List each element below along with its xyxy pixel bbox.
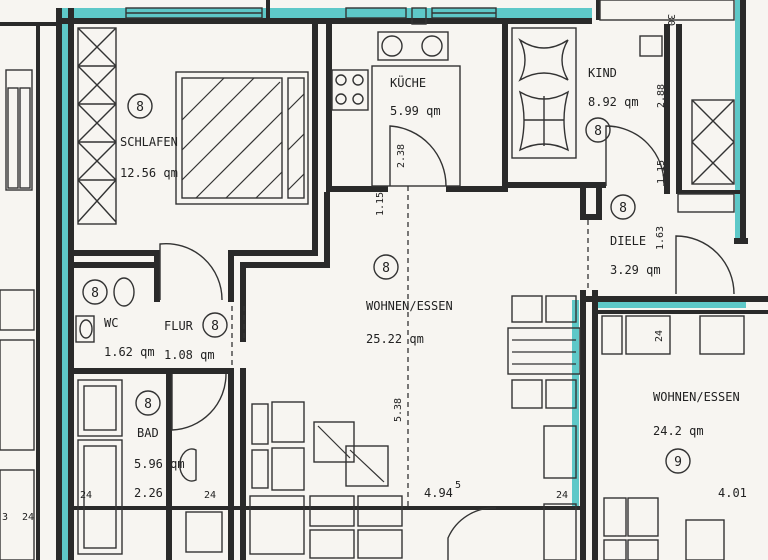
kind-area: 8.92 qm xyxy=(588,95,639,109)
room-markers xyxy=(82,93,691,474)
outer-walls xyxy=(56,0,768,560)
dim-288: 2.88 xyxy=(656,84,667,108)
wohnen2-label: WOHNEN/ESSEN xyxy=(653,390,740,404)
kitchen-fixtures xyxy=(331,31,461,187)
dashed-openings xyxy=(231,186,589,506)
flur-area: 1.08 qm xyxy=(164,348,215,362)
bad-marker: 8 xyxy=(144,397,152,412)
wohnen2-area: 24.2 qm xyxy=(653,424,704,438)
flur-marker: 8 xyxy=(211,319,219,334)
schlafen-area: 12.56 qm xyxy=(120,166,178,180)
kid-room-furniture xyxy=(511,27,735,213)
double-bed xyxy=(175,71,309,205)
living-furniture xyxy=(249,295,581,560)
kind-marker: 8 xyxy=(594,124,602,139)
diele-area: 3.29 qm xyxy=(610,263,661,277)
dim-24a: 24 xyxy=(80,490,92,501)
schlafen-label: SCHLAFEN xyxy=(120,135,178,149)
flur-label: FLUR xyxy=(164,319,194,333)
dim-238: 2.38 xyxy=(396,144,407,168)
wohnen-area: 25.22 qm xyxy=(366,332,424,346)
dim-24e: 24 xyxy=(22,512,34,523)
windows xyxy=(125,0,497,25)
bad-area: 5.96 qm xyxy=(134,457,185,471)
kueche-label: KÜCHE xyxy=(390,74,426,90)
dim-115b: 1.15 xyxy=(656,160,667,184)
kind-label: KIND xyxy=(588,66,617,80)
right-unit-furniture xyxy=(599,0,745,560)
wc-label: WC xyxy=(104,316,118,330)
diele-marker: 8 xyxy=(619,201,627,216)
kueche-area: 5.99 qm xyxy=(390,104,441,118)
left-neighbor-unit xyxy=(0,22,56,560)
dim-30: 30 xyxy=(665,14,676,26)
schlafen-marker: 8 xyxy=(136,100,144,115)
wohnen-marker: 8 xyxy=(382,261,390,276)
dim-494-sup: 5 xyxy=(455,480,461,491)
bad-label: BAD xyxy=(137,426,159,440)
dim-494: 4.94 xyxy=(424,486,453,500)
doors xyxy=(159,125,735,560)
bad-extra: 2.26 xyxy=(134,486,163,500)
diele-label: DIELE xyxy=(610,234,646,248)
dim-3: 3 xyxy=(2,512,8,523)
dim-538: 5.38 xyxy=(393,398,404,422)
wc-fixtures xyxy=(75,277,135,343)
bath-fixtures xyxy=(77,379,223,555)
dim-163: 1.63 xyxy=(655,226,666,250)
interior-walls xyxy=(74,24,740,560)
wc-marker: 8 xyxy=(91,286,99,301)
wohnen-label: WOHNEN/ESSEN xyxy=(366,299,453,313)
dim-115: 1.15 xyxy=(375,192,386,216)
dim-24b: 24 xyxy=(204,490,216,501)
wc-area: 1.62 qm xyxy=(104,345,155,359)
wardrobe xyxy=(77,27,117,225)
dim-401: 4.01 xyxy=(718,486,747,500)
dim-24d: 24 xyxy=(654,330,665,342)
dim-24c: 24 xyxy=(556,490,568,501)
wohnen2-marker: 9 xyxy=(674,455,682,470)
